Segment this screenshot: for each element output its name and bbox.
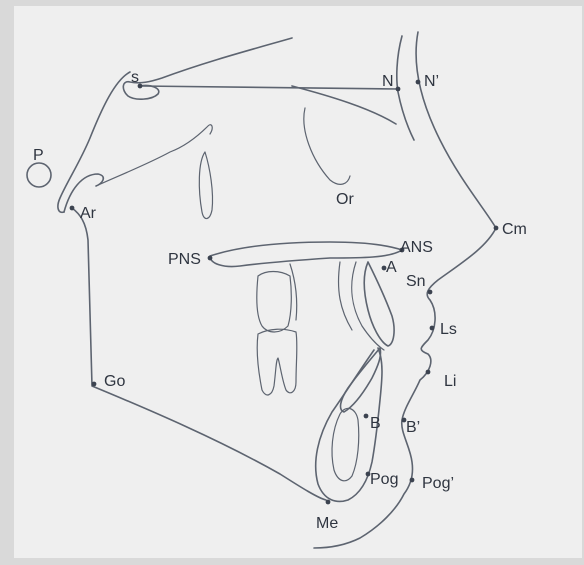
label-b: B — [370, 415, 381, 432]
label-a: A — [386, 259, 397, 276]
landmark-dot-n — [396, 87, 401, 92]
landmark-dot-ar — [70, 206, 75, 211]
label-cm: Cm — [502, 221, 527, 238]
landmark-dot-sn — [428, 290, 433, 295]
label-b-soft: B’ — [406, 419, 420, 436]
label-me: Me — [316, 515, 338, 532]
label-pog: Pog — [370, 471, 398, 488]
label-pns: PNS — [168, 251, 201, 268]
label-s: s — [131, 69, 139, 86]
label-p: P — [33, 147, 44, 164]
landmark-dot-pns — [208, 256, 213, 261]
label-n: N — [382, 73, 394, 90]
landmark-dot-go — [92, 382, 97, 387]
landmark-dot-pog-soft — [410, 478, 415, 483]
landmark-dot-li — [426, 370, 431, 375]
label-sn: Sn — [406, 273, 426, 290]
label-ls: Ls — [440, 321, 457, 338]
tracing-paper — [14, 6, 582, 558]
label-go: Go — [104, 373, 125, 390]
landmark-dot-cm — [494, 226, 499, 231]
landmark-dot-ls — [430, 326, 435, 331]
landmark-dot-b — [364, 414, 369, 419]
label-ans: ANS — [400, 239, 433, 256]
landmark-dot-me — [326, 500, 331, 505]
label-ar: Ar — [80, 205, 97, 222]
label-pog-soft: Pog’ — [422, 475, 454, 492]
label-li: Li — [444, 373, 456, 390]
label-n-soft: N’ — [424, 73, 439, 90]
label-or: Or — [336, 191, 354, 208]
landmark-dot-n-soft — [416, 80, 421, 85]
